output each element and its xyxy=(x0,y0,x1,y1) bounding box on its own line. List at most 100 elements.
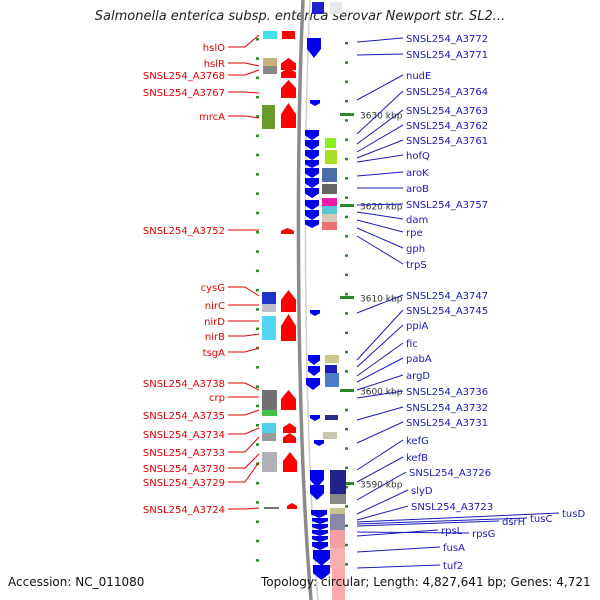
scale-tick-label: 3630 kbp xyxy=(360,112,403,122)
forward-gene-arrow xyxy=(281,314,296,341)
gene-label-SNSL254_A3745[interactable]: SNSL254_A3745 xyxy=(406,306,488,317)
scale-tick xyxy=(340,482,354,485)
gene-label-SNSL254_A3726[interactable]: SNSL254_A3726 xyxy=(409,468,491,479)
label-connector xyxy=(356,439,404,471)
label-connector xyxy=(356,124,404,153)
gene-label-cysG[interactable]: cysG xyxy=(201,283,225,294)
reverse-gene-arrow xyxy=(305,200,319,210)
label-connector xyxy=(356,294,404,314)
gene-label-aroB[interactable]: aroB xyxy=(406,184,429,195)
gene-label-SNSL254_A3731[interactable]: SNSL254_A3731 xyxy=(406,418,488,429)
gene-label-SNSL254_A3729[interactable]: SNSL254_A3729 xyxy=(143,478,225,489)
gene-label-dsrH[interactable]: dsrH xyxy=(502,517,525,528)
gene-label-SNSL254_A3747[interactable]: SNSL254_A3747 xyxy=(406,291,488,302)
gene-label-SNSL254_A3735[interactable]: SNSL254_A3735 xyxy=(143,411,225,422)
gene-label-SNSL254_A3762[interactable]: SNSL254_A3762 xyxy=(406,121,488,132)
gene-label-SNSL254_A3734[interactable]: SNSL254_A3734 xyxy=(143,430,225,441)
gene-label-SNSL254_A3730[interactable]: SNSL254_A3730 xyxy=(143,464,225,475)
reverse-gene-arrow xyxy=(305,178,319,188)
gene-label-crp[interactable]: crp xyxy=(209,393,225,404)
gene-label-SNSL254_A3738[interactable]: SNSL254_A3738 xyxy=(143,379,225,390)
tick-mark-right xyxy=(345,273,348,277)
gene-label-kefB[interactable]: kefB xyxy=(406,453,428,464)
gene-label-nirC[interactable]: nirC xyxy=(205,301,225,312)
tick-mark-left xyxy=(256,443,259,446)
forward-gene-arrow xyxy=(281,68,296,78)
gene-label-SNSL254_A3771[interactable]: SNSL254_A3771 xyxy=(406,50,488,61)
forward-gene-arrow xyxy=(283,433,296,443)
gene-label-tusC[interactable]: tusC xyxy=(530,514,552,525)
gene-label-aroK[interactable]: aroK xyxy=(406,168,429,179)
tick-mark-right xyxy=(345,543,348,547)
reverse-gene-arrow xyxy=(305,210,319,220)
tick-mark-left xyxy=(256,38,259,41)
gene-label-gph[interactable]: gph xyxy=(406,244,425,255)
tick-mark-left xyxy=(256,481,259,485)
gene-label-nirD[interactable]: nirD xyxy=(204,317,225,328)
gene-label-rpsL[interactable]: rpsL xyxy=(441,526,463,537)
feature-block xyxy=(330,548,345,568)
gene-label-argD[interactable]: argD xyxy=(406,371,430,382)
feature-block xyxy=(330,530,345,548)
scale-tick-label: 3590 kbp xyxy=(360,481,403,491)
scale-tick xyxy=(340,296,354,299)
forward-gene-arrow xyxy=(287,503,297,509)
gene-label-hofQ[interactable]: hofQ xyxy=(406,151,430,162)
label-connector xyxy=(356,505,409,521)
tick-mark-left xyxy=(256,192,259,195)
gene-label-SNSL254_A3752[interactable]: SNSL254_A3752 xyxy=(143,226,225,237)
reverse-gene-arrow xyxy=(312,518,328,524)
gene-label-tuf2[interactable]: tuf2 xyxy=(443,561,463,572)
feature-block xyxy=(330,2,342,14)
scale-tick xyxy=(340,389,354,392)
tick-mark-right xyxy=(345,99,348,103)
gene-label-trpS[interactable]: trpS xyxy=(406,260,427,271)
label-connector xyxy=(356,517,528,525)
gene-label-tsgA[interactable]: tsgA xyxy=(203,348,225,359)
gene-label-nirB[interactable]: nirB xyxy=(205,332,225,343)
gene-label-SNSL254_A3723[interactable]: SNSL254_A3723 xyxy=(411,502,493,513)
label-connector xyxy=(356,531,470,534)
gene-label-SNSL254_A3761[interactable]: SNSL254_A3761 xyxy=(406,136,488,147)
label-connector xyxy=(244,507,260,510)
gene-label-mrcA[interactable]: mrcA xyxy=(199,112,225,123)
gene-label-SNSL254_A3757[interactable]: SNSL254_A3757 xyxy=(406,200,488,211)
tick-mark-right xyxy=(345,563,348,566)
gene-label-rpe[interactable]: rpe xyxy=(406,228,423,239)
gene-label-SNSL254_A3764[interactable]: SNSL254_A3764 xyxy=(406,87,488,98)
forward-gene-arrow xyxy=(281,228,294,234)
feature-block xyxy=(330,494,346,504)
label-connector xyxy=(244,461,260,483)
gene-label-rpsG[interactable]: rpsG xyxy=(472,529,495,540)
gene-label-tusD[interactable]: tusD xyxy=(562,509,585,520)
feature-block xyxy=(322,214,337,222)
gene-label-SNSL254_A3736[interactable]: SNSL254_A3736 xyxy=(406,387,488,398)
gene-label-fic[interactable]: fic xyxy=(406,339,418,350)
tick-mark-left xyxy=(256,288,259,292)
gene-label-SNSL254_A3733[interactable]: SNSL254_A3733 xyxy=(143,448,225,459)
gene-label-hslR[interactable]: hslR xyxy=(204,59,225,70)
gene-label-nudE[interactable]: nudE xyxy=(406,71,431,82)
label-connector xyxy=(356,109,404,145)
gene-label-dam[interactable]: dam xyxy=(406,215,428,226)
feature-block xyxy=(325,150,337,164)
reverse-gene-arrow xyxy=(313,550,330,566)
feature-block xyxy=(325,365,337,373)
gene-label-SNSL254_A3772[interactable]: SNSL254_A3772 xyxy=(406,34,488,45)
scale-tick xyxy=(340,204,354,207)
feature-block xyxy=(262,292,276,304)
gene-label-pabA[interactable]: pabA xyxy=(406,354,432,365)
reverse-gene-arrow xyxy=(312,524,328,530)
gene-label-SNSL254_A3732[interactable]: SNSL254_A3732 xyxy=(406,403,488,414)
tick-mark-left xyxy=(256,366,259,369)
gene-label-kefG[interactable]: kefG xyxy=(406,436,429,447)
gene-label-SNSL254_A3724[interactable]: SNSL254_A3724 xyxy=(143,505,225,516)
gene-label-ppiA[interactable]: ppiA xyxy=(406,321,428,332)
gene-label-SNSL254_A3763[interactable]: SNSL254_A3763 xyxy=(406,106,488,117)
gene-label-SNSL254_A3767[interactable]: SNSL254_A3767 xyxy=(143,88,225,99)
gene-label-SNSL254_A3768[interactable]: SNSL254_A3768 xyxy=(143,71,225,82)
reverse-gene-arrow xyxy=(310,415,320,421)
gene-label-hslO[interactable]: hslO xyxy=(203,43,225,54)
gene-label-fusA[interactable]: fusA xyxy=(443,543,465,554)
gene-label-slyD[interactable]: slyD xyxy=(411,486,433,497)
